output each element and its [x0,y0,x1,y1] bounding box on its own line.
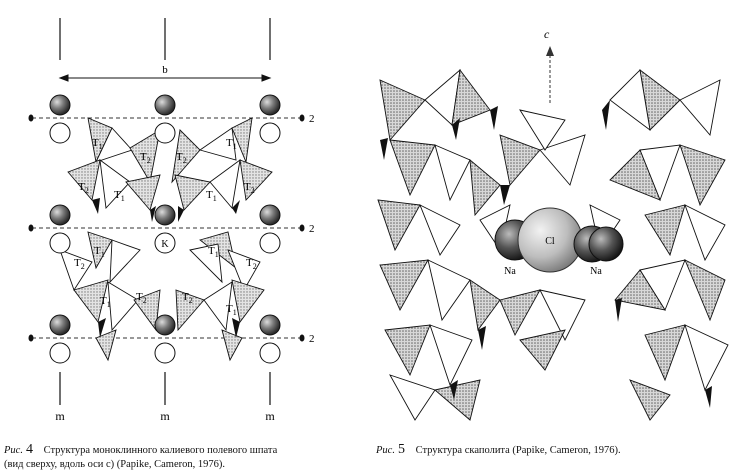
site-label-t2: T2 [246,257,257,271]
figure-4-feldspar-structure: m m m b 2 2 2 [28,18,315,423]
b-axis-label: b [162,64,168,76]
caption-number: 5 [397,442,405,457]
framework-dark-edges [380,100,712,408]
caption-text: Структура скаполита (Papike, Cameron, 19… [415,445,621,456]
figure-5-scapolite-structure: c [377,27,729,421]
caption-text-line1: Структура моноклинного калиевого полевог… [43,445,278,456]
site-label-t2: T2 [176,151,187,165]
tetrahedra-network [59,117,273,362]
na-atom-label-left: Na [504,266,516,277]
site-label-t1: T1 [100,295,111,309]
framework-left [377,68,501,421]
mirror-labels: m m m [55,409,275,423]
tetrahedral-site-labels: T1 T2 T2 T1 T2 T1 T1 T2 T1 T2 T1 T2 T1 T… [74,137,257,317]
site-label-t1: T1 [114,189,125,203]
site-label-t2: T2 [74,257,85,271]
site-label-t1: T1 [226,137,237,151]
two-fold-symbols [28,114,305,342]
site-label-t2: T2 [182,291,193,305]
mirror-plane-marks-top [59,18,271,60]
site-label-t1: T1 [226,303,237,317]
two-fold-axes [32,117,300,339]
site-label-t2: T2 [78,181,89,195]
mirror-label: m [55,409,65,423]
two-fold-label: 2 [309,333,315,345]
k-atoms-shaded [49,94,281,336]
caption-text-line2: (вид сверху, вдоль оси c) (Papike, Camer… [4,459,225,470]
k-atom-label: K [161,239,169,250]
caption-number: 4 [25,442,33,457]
site-label-t1: T1 [206,189,217,203]
mirror-label: m [160,409,170,423]
framework-right [609,68,729,421]
k-atoms-open [49,122,281,364]
mirror-plane-marks-bottom [59,372,271,405]
figure-4-caption: Рис.4 Структура моноклинного калиевого п… [4,443,344,472]
b-axis-arrow [58,74,272,82]
site-label-t1: T1 [208,245,219,259]
caption-prefix: Рис. [4,445,23,456]
cl-atom-label: Cl [545,236,555,247]
site-label-t2: T2 [244,181,255,195]
site-label-t1: T1 [92,137,103,151]
two-fold-labels: 2 2 2 [309,113,315,345]
two-fold-label: 2 [309,113,315,125]
c-axis-arrowhead [546,46,554,56]
tetrahedra-dark-edges [92,198,240,338]
site-label-t1: T1 [94,245,105,259]
two-fold-label: 2 [309,223,315,235]
na-atom-label-right: Na [590,266,602,277]
na-atoms-right [573,225,624,263]
framework-center [479,109,621,371]
mirror-label: m [265,409,275,423]
c-axis-label: c [544,27,550,41]
site-label-t2: T2 [136,291,147,305]
site-label-t2: T2 [140,151,151,165]
figure-5-caption: Рис.5 Структура скаполита (Papike, Camer… [376,443,736,458]
caption-prefix: Рис. [376,445,395,456]
